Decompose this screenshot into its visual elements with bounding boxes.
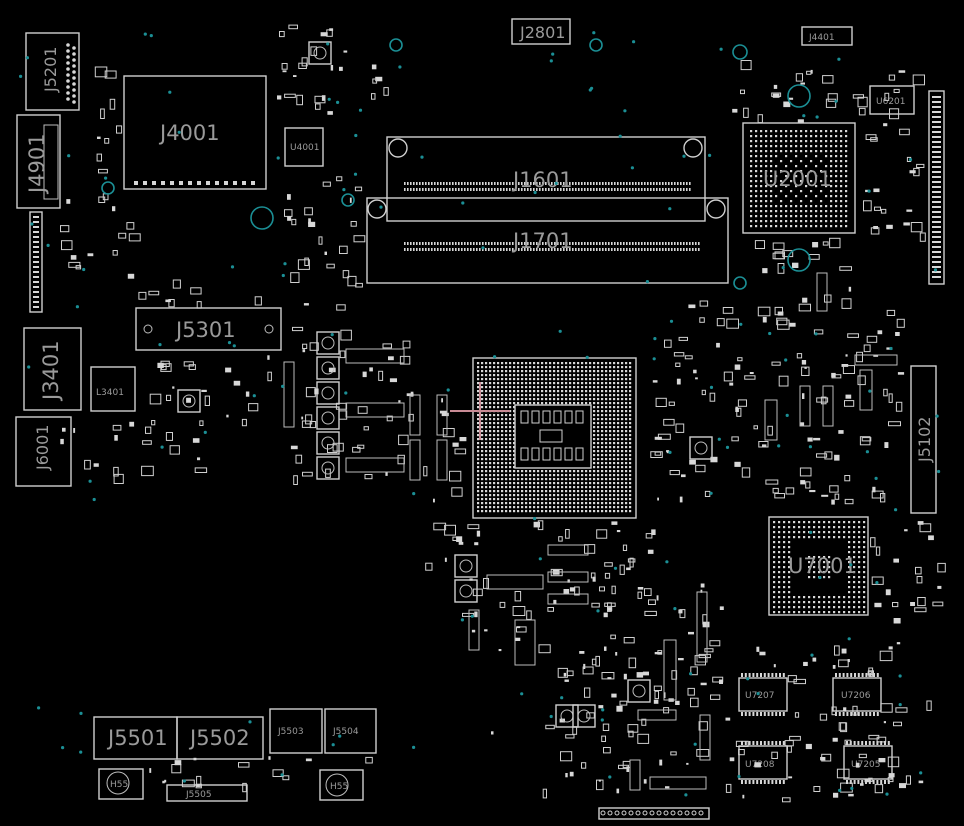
chip-u7207-label: U7207 (745, 691, 775, 701)
connector-j2801-label: J2801 (519, 23, 565, 42)
chip-u7001[interactable]: U7001 (768, 516, 869, 616)
memory-slot-j1601-label: J1601 (511, 168, 573, 192)
chip-u7207[interactable]: U7207 (738, 673, 788, 716)
chip-u7205-label: U7205 (851, 760, 881, 770)
chip-u7205[interactable]: U7205 (843, 741, 893, 784)
chip-u4001-label: U4001 (290, 143, 320, 153)
connector-j5504[interactable]: J5504 (324, 708, 377, 754)
memory-slot-j1601[interactable]: J1601 (386, 136, 706, 222)
connector-j5501[interactable]: J5501 (93, 716, 178, 760)
connector-j5504-label: J5504 (332, 727, 359, 737)
connector-j5201[interactable]: J5201 (25, 32, 80, 111)
connector-j4401-label: J4401 (808, 33, 835, 43)
connector-j5102-label: J5102 (915, 417, 934, 463)
cpu-socket[interactable] (450, 357, 637, 519)
chip-u2001[interactable]: U2001 (742, 122, 856, 234)
component-h55-right-label: H55 (330, 782, 348, 792)
chip-u4001[interactable]: U4001 (284, 127, 324, 167)
connector-j5502[interactable]: J5502 (176, 716, 264, 760)
connector-j5102[interactable]: J5102 (910, 365, 937, 514)
component-h55-left[interactable]: H55 (98, 768, 144, 800)
connector-j5201-label: J5201 (41, 47, 60, 93)
connector-j4901[interactable]: J4901 (16, 114, 61, 209)
memory-slot-j1701[interactable]: J1701 (366, 197, 729, 284)
connector-j2801[interactable]: J2801 (511, 18, 571, 45)
connector-j5503-label: J5503 (277, 727, 304, 737)
component-h55-right[interactable]: H55 (319, 769, 364, 801)
inductor-l3401-label: L3401 (96, 388, 124, 398)
memory-slot-j1701-label: J1701 (511, 229, 573, 253)
chip-u7001-label: U7001 (788, 554, 857, 578)
connector-j4401[interactable]: J4401 (801, 26, 853, 46)
connector-right-strip[interactable] (928, 90, 945, 285)
connector-j5301-label: J5301 (174, 318, 236, 342)
connector-left-strip[interactable] (29, 211, 43, 313)
chip-u6201-label: U6201 (876, 97, 906, 107)
component-h55-left-label: H55 (110, 780, 128, 790)
small-components (60, 24, 946, 803)
connector-j5501-label: J5501 (106, 726, 168, 750)
connector-j5505-label: J5505 (185, 790, 212, 800)
connector-j5502-label: J5502 (188, 726, 250, 750)
connector-j6001[interactable]: J6001 (15, 416, 72, 487)
connector-j3401-label: J3401 (39, 340, 63, 402)
vias (19, 31, 941, 797)
inductor-l3401[interactable]: L3401 (90, 366, 136, 412)
connector-j3401[interactable]: J3401 (23, 327, 82, 411)
chip-u2001-label: U2001 (763, 167, 832, 191)
connector-j5505[interactable]: J5505 (166, 784, 248, 802)
connector-j4901-label: J4901 (25, 133, 49, 195)
chip-u6201[interactable]: U6201 (869, 85, 915, 115)
connector-bottom-strip[interactable] (598, 807, 710, 820)
chip-u7206-label: U7206 (841, 691, 871, 701)
connector-j5301[interactable]: J5301 (135, 307, 282, 351)
connector-j5503[interactable]: J5503 (269, 708, 323, 754)
socket-j4001[interactable]: J4001 (123, 75, 267, 190)
socket-j4001-label: J4001 (158, 121, 220, 145)
connector-j6001-label: J6001 (33, 425, 52, 471)
